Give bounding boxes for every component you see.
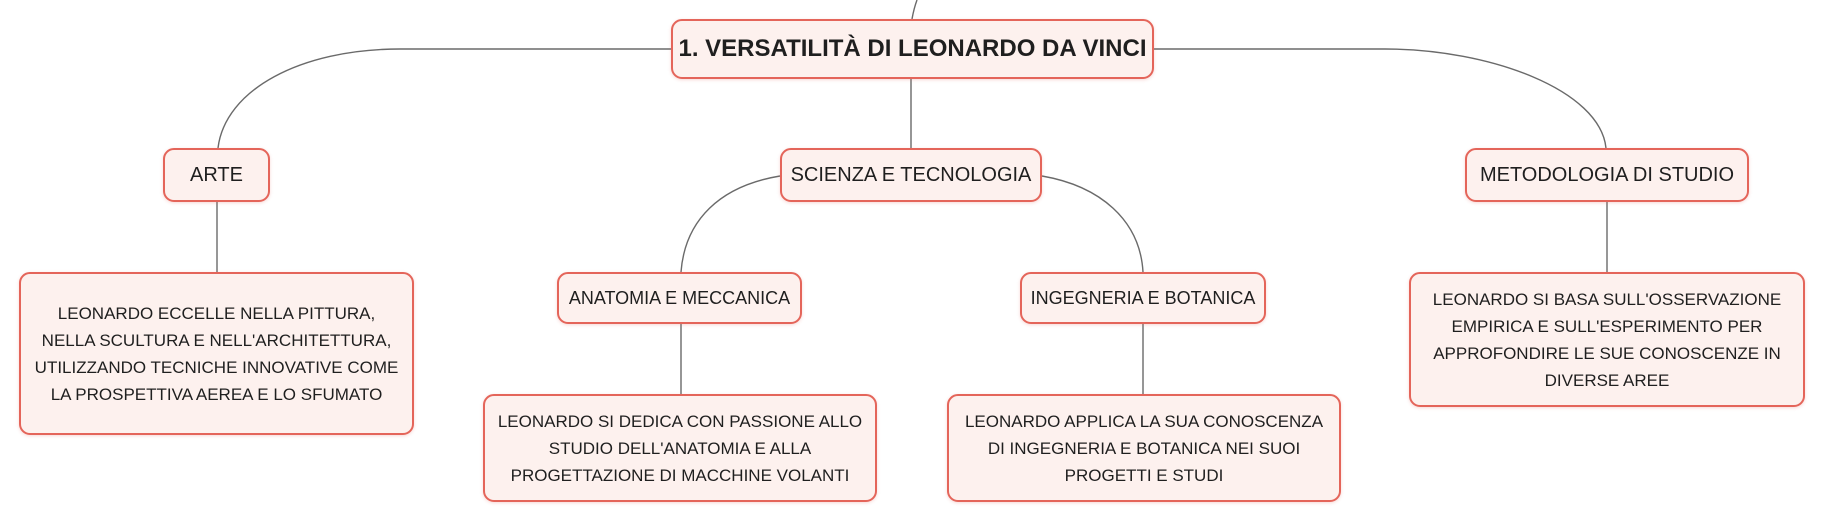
detail-node-arte-text: LEONARDO ECCELLE NELLA PITTURA, NELLA SC… [34, 303, 399, 404]
subtopic-node-ingegneria-label: INGEGNERIA E BOTANICA [1030, 287, 1256, 308]
topic-node-metodologia[interactable]: METODOLOGIA DI STUDIO [1465, 148, 1749, 202]
root-node[interactable]: 1. VERSATILITÀ DI LEONARDO DA VINCI [671, 19, 1154, 79]
subtopic-node-ingegneria[interactable]: INGEGNERIA E BOTANICA [1020, 272, 1266, 324]
detail-node-arte[interactable]: LEONARDO ECCELLE NELLA PITTURA, NELLA SC… [19, 272, 414, 435]
topic-node-scienza-label: SCIENZA E TECNOLOGIA [790, 163, 1032, 186]
detail-node-metodologia-text: LEONARDO SI BASA SULL'OSSERVAZIONE EMPIR… [1432, 289, 1782, 390]
root-node-label: 1. VERSATILITÀ DI LEONARDO DA VINCI [678, 35, 1147, 62]
detail-node-metodologia[interactable]: LEONARDO SI BASA SULL'OSSERVAZIONE EMPIR… [1409, 272, 1805, 407]
topic-node-scienza[interactable]: SCIENZA E TECNOLOGIA [780, 148, 1042, 202]
connector-root-arte [217, 48, 671, 149]
detail-node-ingegneria[interactable]: LEONARDO APPLICA LA SUA CONOSCENZA DI IN… [947, 394, 1341, 502]
detail-node-ingegneria-text: LEONARDO APPLICA LA SUA CONOSCENZA DI IN… [964, 411, 1324, 485]
subtopic-node-anatomia[interactable]: ANATOMIA E MECCANICA [557, 272, 802, 324]
detail-node-anatomia[interactable]: LEONARDO SI DEDICA CON PASSIONE ALLO STU… [483, 394, 877, 502]
topic-node-metodologia-label: METODOLOGIA DI STUDIO [1479, 163, 1735, 186]
connector-root-metodologia [1154, 48, 1607, 149]
topic-node-arte[interactable]: ARTE [163, 148, 270, 202]
subtopic-node-anatomia-label: ANATOMIA E MECCANICA [568, 287, 791, 308]
detail-node-anatomia-text: LEONARDO SI DEDICA CON PASSIONE ALLO STU… [497, 411, 863, 485]
topic-node-arte-label: ARTE [190, 163, 243, 186]
connector-from-parent [911, 0, 918, 20]
connector-scienza-ingegneria [1041, 175, 1144, 273]
connector-scienza-anatomia [680, 175, 781, 273]
